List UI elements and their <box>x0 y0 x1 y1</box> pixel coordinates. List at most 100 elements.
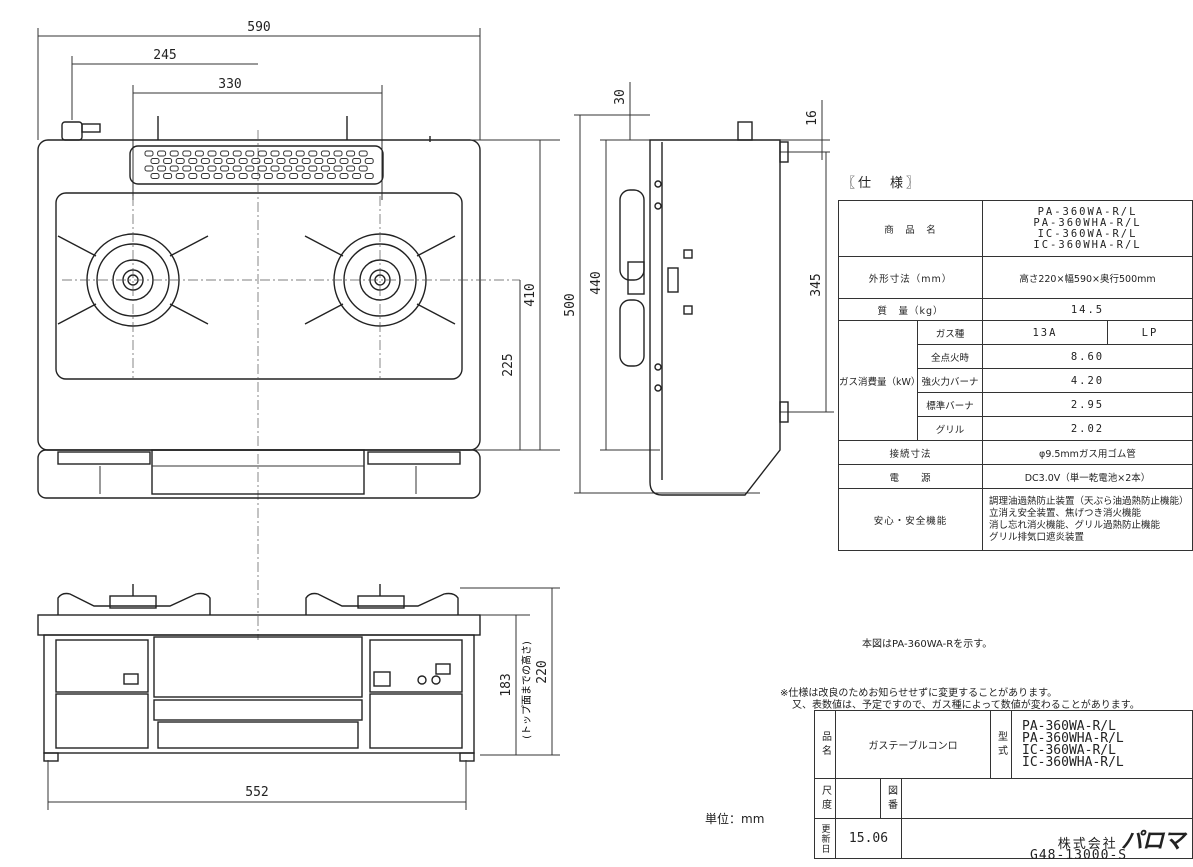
vent-slot <box>220 165 230 172</box>
vent-slot <box>352 158 362 164</box>
gas-connector <box>61 121 83 141</box>
dim-245: 245 <box>153 48 176 63</box>
model-label: 型式 <box>990 710 1012 779</box>
vent-slot <box>308 150 318 157</box>
vent-slot <box>175 158 185 164</box>
vent-slot <box>238 173 248 179</box>
top-view: 590 245 330 <box>37 20 560 640</box>
side-view: 500 440 30 16 345 <box>563 82 834 496</box>
gas-lp: LP <box>1106 320 1193 345</box>
size-label: 外形寸法（mm） <box>838 256 983 299</box>
connect-value: φ9.5mmガス用ゴム管 <box>982 440 1193 465</box>
vent-slot <box>326 158 336 164</box>
dim-330: 330 <box>218 77 241 92</box>
spec-table: 商 品 名 PA-360WA-R/L PA-360WHA-R/L IC-360W… <box>838 200 1193 551</box>
vent-slot <box>289 158 299 164</box>
vent-slot <box>326 173 336 179</box>
vent-slot <box>301 173 311 179</box>
front-top <box>37 614 481 636</box>
vent-slot <box>213 158 223 164</box>
spec-title: 〖仕 様〗 <box>842 176 923 191</box>
dim-16: 16 <box>805 110 820 126</box>
vent-slot <box>364 158 374 164</box>
grill-door <box>157 721 359 749</box>
vent-slot <box>232 165 242 172</box>
vent-slot <box>346 150 356 157</box>
vent-slot <box>339 158 349 164</box>
standard-label: 標準バーナ <box>917 392 983 417</box>
product-models: PA-360WA-R/L PA-360WHA-R/L IC-360WA-R/L … <box>982 200 1193 257</box>
vent-slot <box>320 150 330 157</box>
vent-slot <box>358 150 368 157</box>
vent-slot <box>364 173 374 179</box>
vent-slot <box>314 173 324 179</box>
vent-slot <box>200 173 210 179</box>
strong-label: 強火力バーナ <box>917 368 983 393</box>
vent-slot <box>263 173 273 179</box>
doc-number: G48-13000-S <box>1030 848 1128 863</box>
vent-slot <box>226 173 236 179</box>
name-label: 品名 <box>814 710 836 779</box>
power-label: 電 源 <box>838 464 983 489</box>
vent-slot <box>182 150 192 157</box>
all-fire-label: 全点火時 <box>917 344 983 369</box>
vent-slot <box>245 165 255 172</box>
dim-410: 410 <box>523 283 538 306</box>
size-value: 高さ220×幅590×奥行500mm <box>982 256 1193 299</box>
vent-slot <box>283 150 293 157</box>
vent-slot <box>270 165 280 172</box>
front-body <box>43 634 475 754</box>
vent-slot <box>308 165 318 172</box>
vent-slot <box>150 173 160 179</box>
unit-label: 単位：mm <box>705 812 765 826</box>
vent-slot <box>169 150 179 157</box>
revision-value: 15.06 <box>835 818 902 859</box>
front-panel <box>37 449 481 499</box>
vent-slot <box>220 150 230 157</box>
left-control-panel <box>55 639 149 693</box>
gas-13a: 13A <box>982 320 1108 345</box>
vent-slot <box>276 158 286 164</box>
side-body <box>649 139 781 496</box>
gas-kind-label: ガス種 <box>917 320 983 345</box>
all-fire-value: 8.60 <box>982 344 1193 369</box>
figure-note: 本図はPA-360WA-Rを示す。 <box>862 639 993 650</box>
vent-slot <box>163 173 173 179</box>
vent-slot <box>263 158 273 164</box>
vent-slot <box>163 158 173 164</box>
title-models: PA-360WA-R/L PA-360WHA-R/L IC-360WA-R/L … <box>1011 710 1193 779</box>
vent-slot <box>226 158 236 164</box>
vent-slot <box>289 173 299 179</box>
mass-label: 質 量（kg） <box>838 298 983 321</box>
strong-value: 4.20 <box>982 368 1193 393</box>
vent-slot <box>333 165 343 172</box>
mass-value: 14.5 <box>982 298 1193 321</box>
gas-label: ガス消費量（kW） <box>838 320 920 441</box>
power-value: DC3.0V（単一乾電池×2本） <box>982 464 1193 489</box>
vent-slot <box>182 165 192 172</box>
vent-slot <box>339 173 349 179</box>
grill-value: 2.02 <box>982 416 1193 441</box>
front-view: 552 183 (トップ面までの高さ) 220 <box>37 584 560 810</box>
vent-slot <box>169 165 179 172</box>
top-plate <box>37 139 481 451</box>
vent-slot <box>188 158 198 164</box>
vent-slot <box>232 150 242 157</box>
connect-label: 接続寸法 <box>838 440 983 465</box>
paloma-logo: パロマ <box>1120 828 1185 854</box>
drawing-no-label: 図番 <box>880 778 902 819</box>
vent-slot <box>194 165 204 172</box>
dim-220: 220 <box>535 660 550 683</box>
vent-slot <box>346 165 356 172</box>
vent-slot <box>238 158 248 164</box>
right-control-panel <box>369 639 463 693</box>
dim-225: 225 <box>501 353 516 376</box>
disclaimer-1: ※仕様は改良のためお知らせせずに変更することがあります。 <box>780 688 1058 699</box>
vent-slot <box>175 173 185 179</box>
vent-slot <box>207 150 217 157</box>
vent-slot <box>352 173 362 179</box>
vent-slot <box>144 150 154 157</box>
name-value: ガステーブルコンロ <box>835 710 991 779</box>
dim-590: 590 <box>247 20 270 35</box>
